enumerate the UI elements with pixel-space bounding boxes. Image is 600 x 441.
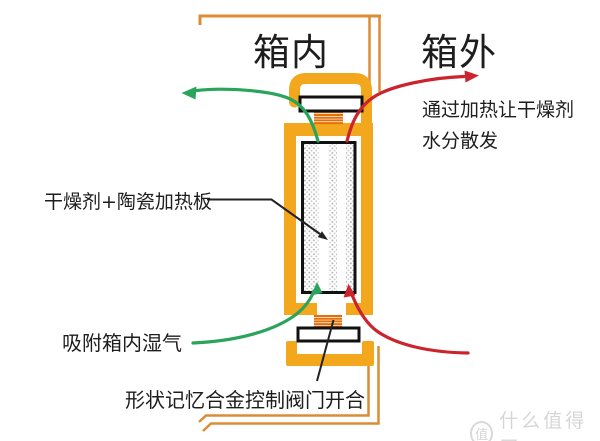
desiccant-pointer-line <box>207 198 321 235</box>
top-valve-plate <box>298 95 364 113</box>
heat-release-line2: 水分散发 <box>422 130 499 152</box>
desiccant-heater-label: 干燥剂+陶瓷加热板 <box>44 191 212 213</box>
heat-release-line1: 通过加热让干燥剂 <box>422 99 575 121</box>
smzdm-watermark: 值 什么值得买 <box>470 406 600 441</box>
watermark-logo-icon: 值 <box>470 420 494 441</box>
box-exterior-label: 箱外 <box>421 31 497 74</box>
label-pointer-lines <box>207 198 335 382</box>
absorb-moisture-label: 吸附箱内湿气 <box>62 331 182 355</box>
green-arrowhead-left <box>181 86 197 100</box>
frame-bottom-bracket <box>286 341 374 366</box>
green-flow-arrow-bottom <box>191 289 316 345</box>
bottom-valve-spring <box>314 315 342 328</box>
watermark-text: 什么值得买 <box>499 410 588 441</box>
green-flow-arrows <box>181 86 323 345</box>
valve-pointer-line <box>316 319 335 382</box>
red-flow-arrow-top <box>345 74 466 143</box>
red-flow-arrows <box>343 70 479 355</box>
heat-release-annotation: 通过加热让干燥剂 水分散发 <box>422 95 574 157</box>
green-arrowhead-up <box>311 282 323 296</box>
red-arrowhead-up <box>343 284 356 298</box>
green-flow-arrow-top <box>195 87 320 143</box>
frame-top-hook <box>289 73 372 132</box>
desiccant-pointer-arrowhead <box>317 231 328 240</box>
red-arrowhead-right <box>464 70 479 83</box>
box-interior-label: 箱内 <box>253 31 329 74</box>
box-wall <box>198 14 381 432</box>
desiccant-ceramic-plate <box>301 141 357 294</box>
red-flow-arrow-bottom <box>350 294 470 355</box>
valve-control-label: 形状记忆合金控制阀门开合 <box>125 388 365 412</box>
top-valve-spring <box>314 111 343 125</box>
